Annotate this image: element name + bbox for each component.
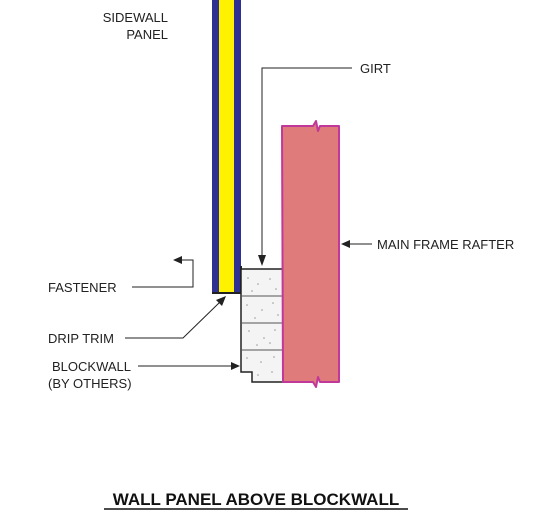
label-blockwall-line1: BLOCKWALL <box>52 359 131 374</box>
label-girt: GIRT <box>360 61 391 76</box>
label-sidewall-panel-line1: SIDEWALL <box>103 10 168 25</box>
diagram-title: WALL PANEL ABOVE BLOCKWALL <box>113 490 399 509</box>
arrowhead-fastener <box>173 256 182 264</box>
leader-drip-trim <box>125 301 221 339</box>
arrowhead-girt <box>258 255 266 266</box>
sidewall-panel <box>212 0 241 293</box>
leader-girt <box>261 67 352 258</box>
arrowhead-blockwall <box>231 362 240 370</box>
label-fastener: FASTENER <box>48 280 117 295</box>
panel-outer-skin-right <box>234 0 241 293</box>
blockwall <box>240 268 284 383</box>
label-blockwall-line2: (BY OTHERS) <box>48 376 132 391</box>
blockwall-outline <box>240 268 284 383</box>
panel-core <box>219 0 234 293</box>
panel-outer-skin-left <box>212 0 219 293</box>
label-main-frame-rafter: MAIN FRAME RAFTER <box>377 237 514 252</box>
blockwall-speckle <box>246 277 279 376</box>
arrowhead-drip-trim <box>216 296 226 306</box>
label-sidewall-panel-line2: PANEL <box>126 27 168 42</box>
arrowhead-main-frame-rafter <box>341 240 350 248</box>
main-frame-rafter <box>281 120 340 388</box>
label-drip-trim: DRIP TRIM <box>48 331 114 346</box>
leader-fastener <box>132 259 194 288</box>
